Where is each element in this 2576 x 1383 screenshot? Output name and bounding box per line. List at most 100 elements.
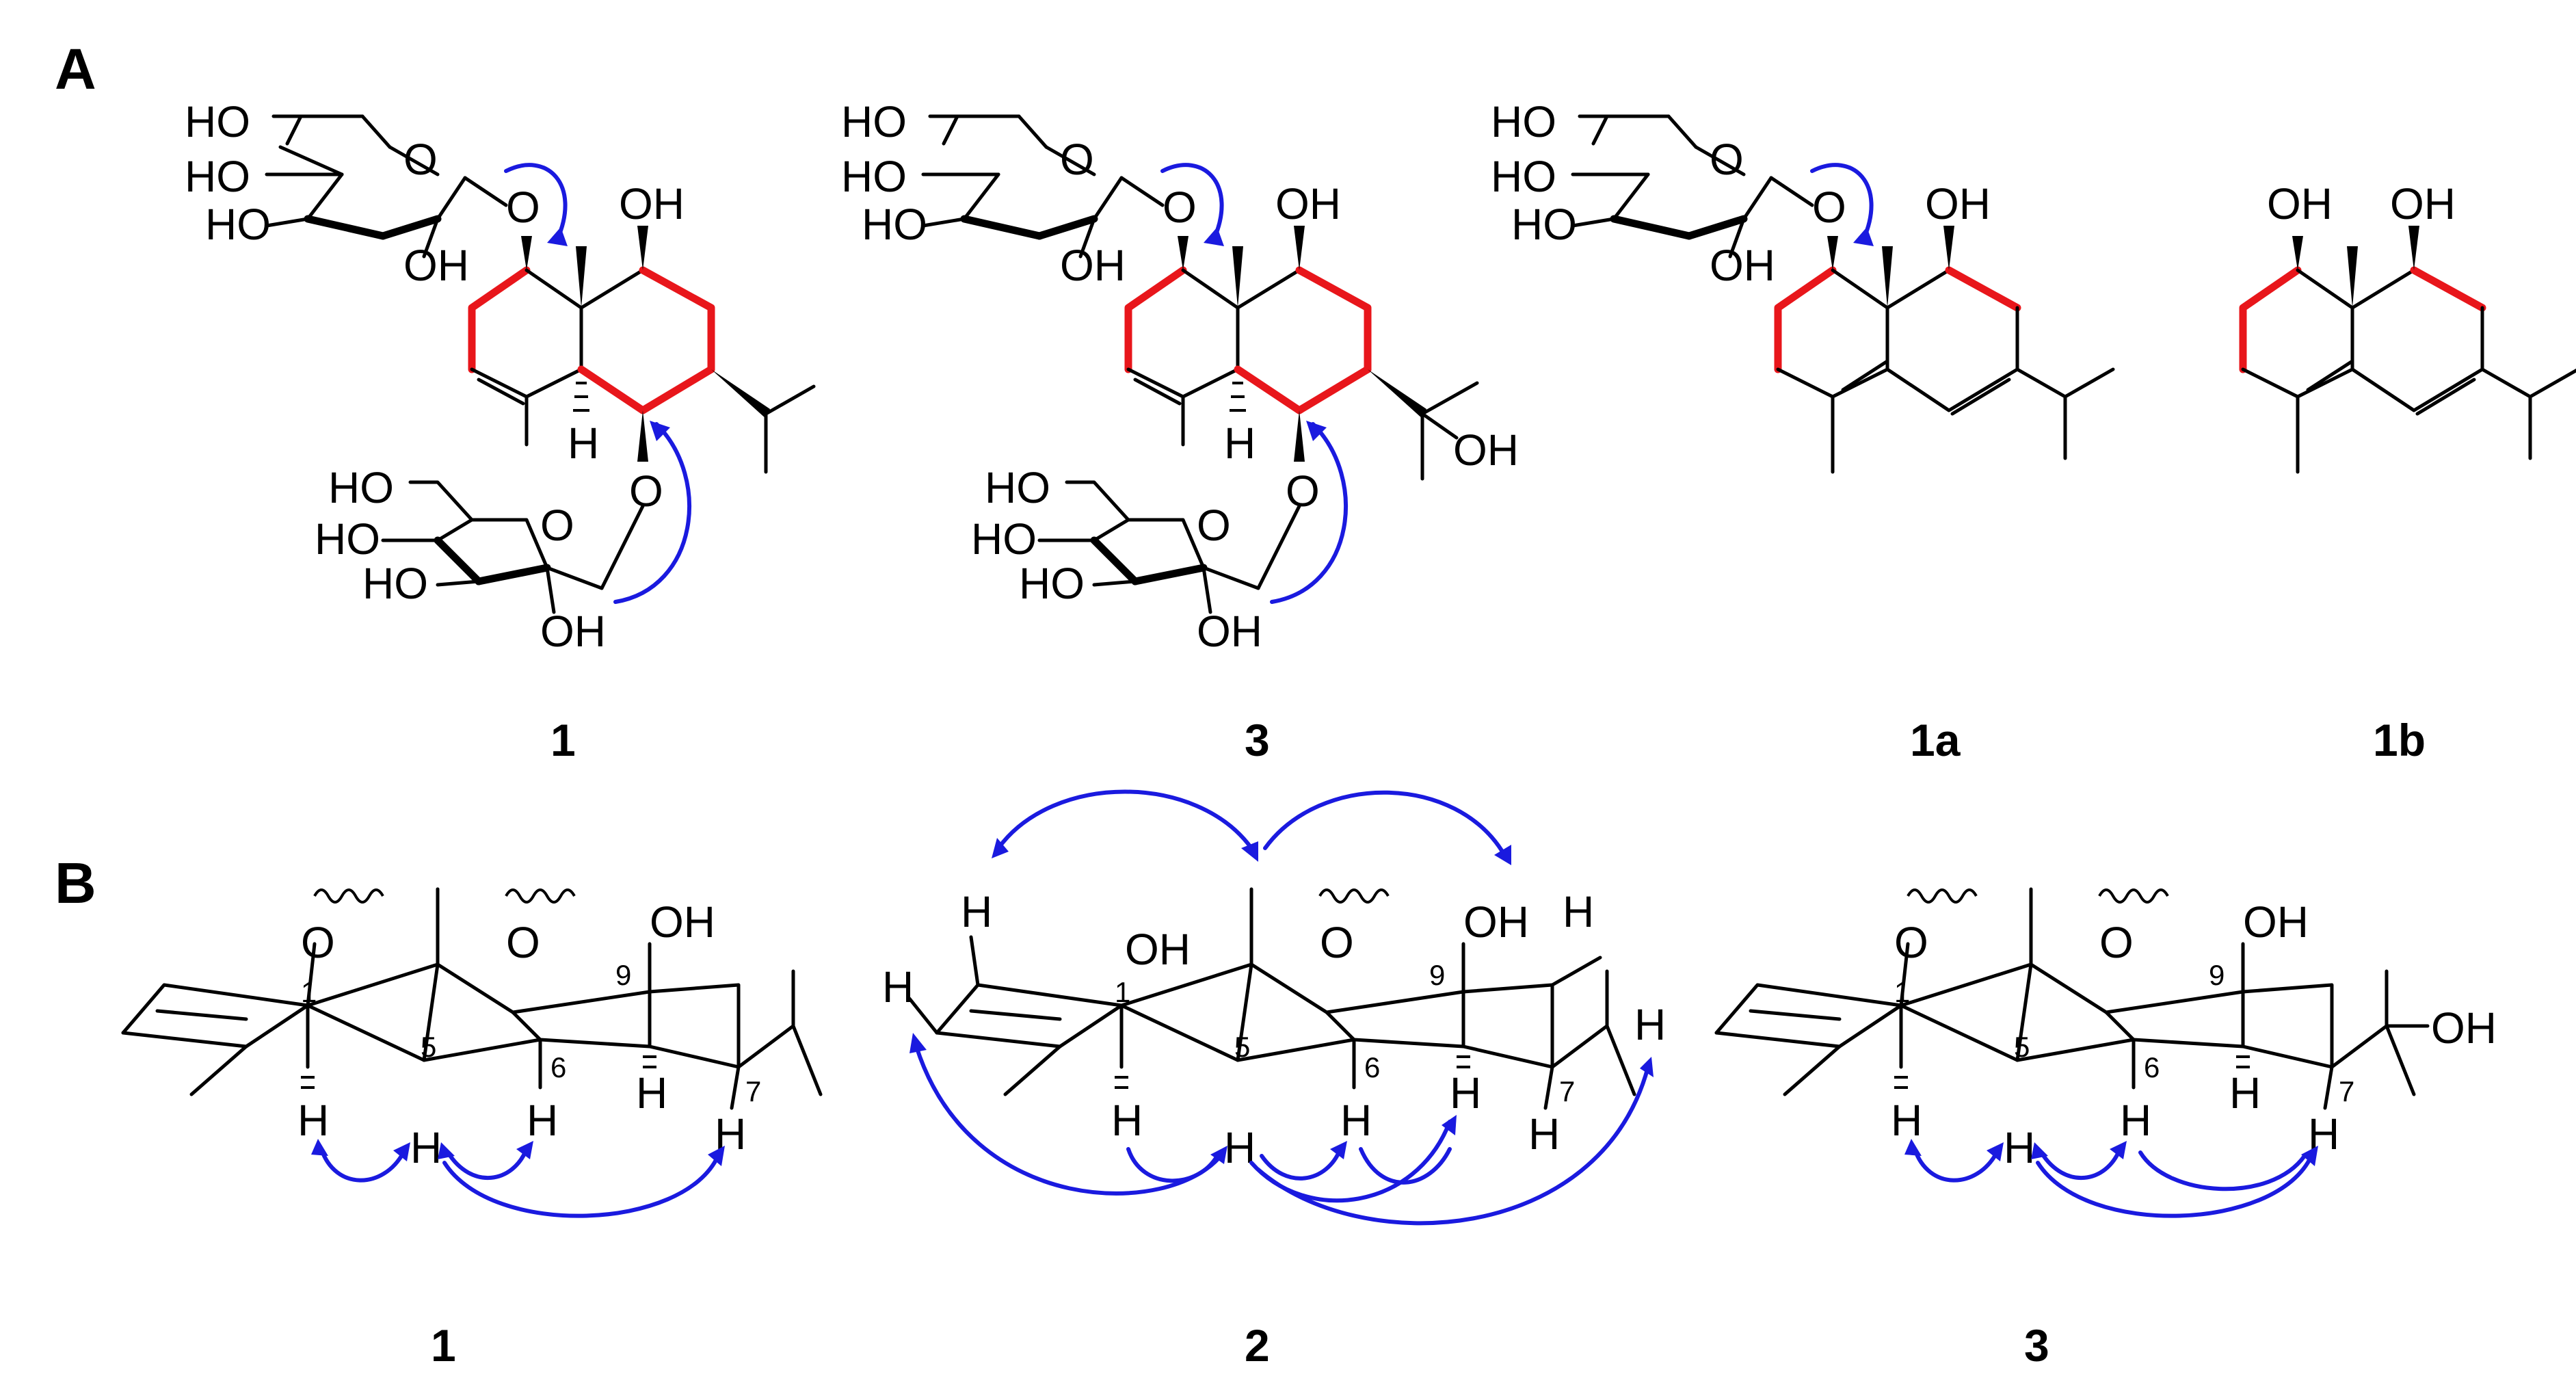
atom-h: H [636, 1068, 667, 1118]
compound-label-a-1a: 1a [1910, 715, 1961, 765]
position-1: 1 [1115, 976, 1130, 1008]
noesy-arrowhead [1987, 1142, 2004, 1161]
noesy-arrow [442, 1154, 720, 1218]
structure-compound-1b-a: OH OH [2239, 179, 2576, 474]
noesy-arrowhead [2110, 1141, 2127, 1159]
atom-ho: HO [362, 559, 428, 608]
noesy-arrowhead [708, 1146, 725, 1166]
atom-ho: HO [185, 97, 250, 146]
noesy-arrowhead [1330, 1141, 1347, 1159]
hmbc-arrow [613, 422, 691, 604]
decalin-core-1: OH H O [468, 179, 816, 516]
position-7: 7 [745, 1075, 761, 1107]
atom-oh: OH [1125, 925, 1191, 974]
atom-o: O [1163, 183, 1197, 232]
noesy-arrowhead [1494, 845, 1511, 865]
atom-oh: OH [1710, 241, 1775, 290]
atom-ho: HO [328, 463, 394, 512]
hmbc-arrow [1810, 163, 1874, 241]
atom-o: O [301, 918, 335, 967]
atom-h: H [882, 962, 914, 1012]
atom-o: O [1320, 918, 1354, 967]
decalin-core-1a: OH [1774, 179, 2115, 474]
atom-ho: HO [1019, 559, 1085, 608]
noesy-arrow [2138, 1150, 2307, 1191]
atom-o: O [506, 918, 540, 967]
hmbc-arrowhead [1306, 421, 1327, 441]
atom-o: O [1710, 135, 1744, 184]
position-9: 9 [1429, 959, 1445, 991]
conformation-compound-1: O O OH 1 5 6 7 9 H H H H H [121, 887, 823, 1218]
noesy-arrowhead [516, 1141, 533, 1159]
atom-h: H [1111, 1096, 1143, 1145]
atom-oh: OH [1275, 179, 1341, 228]
atom-ho: HO [985, 463, 1050, 512]
noesy-arrow [996, 789, 1253, 850]
atom-oh: OH [1453, 425, 1519, 475]
atom-ho: HO [862, 200, 927, 249]
noesy-arrowhead [393, 1142, 410, 1161]
structure-compound-1a-a: HO HO HO O OH O OH [1491, 97, 2115, 474]
hmbc-arrow [1160, 163, 1224, 241]
compound-label-b-2: 2 [1245, 1320, 1270, 1371]
noesy-arrowhead [909, 1033, 927, 1053]
atom-ho: HO [1491, 152, 1556, 201]
atom-oh: OH [1925, 179, 1991, 228]
hmbc-arrowhead [547, 227, 568, 246]
position-6: 6 [1364, 1051, 1380, 1083]
atom-oh: OH [403, 241, 469, 290]
noesy-arrow [1256, 1065, 1650, 1226]
conformation-compound-3: O O OH OH 1 5 6 7 9 H H H H H [1714, 887, 2497, 1218]
atom-ho: HO [841, 152, 907, 201]
hmbc-arrowhead [1204, 227, 1224, 246]
glucose-lower-1: HO HO HO O OH [315, 463, 645, 656]
structure-compound-1-a: HO HO HO O OH O [185, 97, 816, 656]
atom-ho: HO [1491, 97, 1556, 146]
noesy-arrow [319, 1147, 406, 1183]
glucose-upper-1a: HO HO HO O OH O [1491, 97, 1846, 290]
position-7: 7 [2339, 1075, 2354, 1107]
atom-h: H [1891, 1096, 1922, 1145]
decalin-core-3: OH OH H O [1124, 179, 1519, 516]
structure-compound-3-a: HO HO HO O OH O [841, 97, 1519, 656]
compound-label-b-3: 3 [2024, 1320, 2049, 1371]
atom-o: O [540, 501, 574, 550]
atom-h: H [568, 419, 599, 468]
noesy-arrow [2036, 1154, 2313, 1218]
hmbc-arrow [504, 163, 568, 241]
atom-o: O [403, 135, 438, 184]
atom-h: H [297, 1096, 329, 1145]
hmbc-arrow [1270, 422, 1348, 604]
glucose-upper-3: HO HO HO O OH O [841, 97, 1197, 290]
atom-oh: OH [2390, 179, 2456, 228]
atom-h: H [1224, 419, 1256, 468]
atom-o: O [1894, 918, 1928, 967]
position-1: 1 [301, 976, 317, 1008]
noesy-arrowhead [1442, 1115, 1457, 1135]
atom-h: H [527, 1096, 558, 1145]
decalin-core-1b: OH OH [2239, 179, 2576, 474]
atom-ho: HO [315, 514, 380, 564]
compound-label-a-1b: 1b [2373, 715, 2426, 765]
atom-o: O [2099, 918, 2134, 967]
noesy-arrowhead [2301, 1146, 2318, 1166]
atom-oh: OH [619, 179, 685, 228]
noesy-arrowhead [1640, 1057, 1654, 1077]
noesy-arrowhead [992, 838, 1009, 858]
atom-h: H [2004, 1123, 2035, 1172]
position-5: 5 [2014, 1031, 2030, 1063]
glucose-lower-3: HO HO HO O OH [971, 463, 1301, 656]
compound-label-a-1: 1 [550, 715, 576, 765]
atom-ho: HO [971, 514, 1037, 564]
noesy-arrowhead [2031, 1142, 2048, 1159]
atom-ho: HO [841, 97, 907, 146]
atom-h: H [410, 1123, 442, 1172]
conformation-compound-2: OH O OH H H H H 1 5 6 7 9 H H H H H [882, 789, 1666, 1226]
position-6: 6 [550, 1051, 566, 1083]
position-1: 1 [1894, 976, 1910, 1008]
atom-h: H [1563, 887, 1594, 936]
compound-label-b-1: 1 [431, 1320, 456, 1371]
atom-h: H [961, 887, 992, 936]
panel-a-label: A [55, 37, 96, 101]
